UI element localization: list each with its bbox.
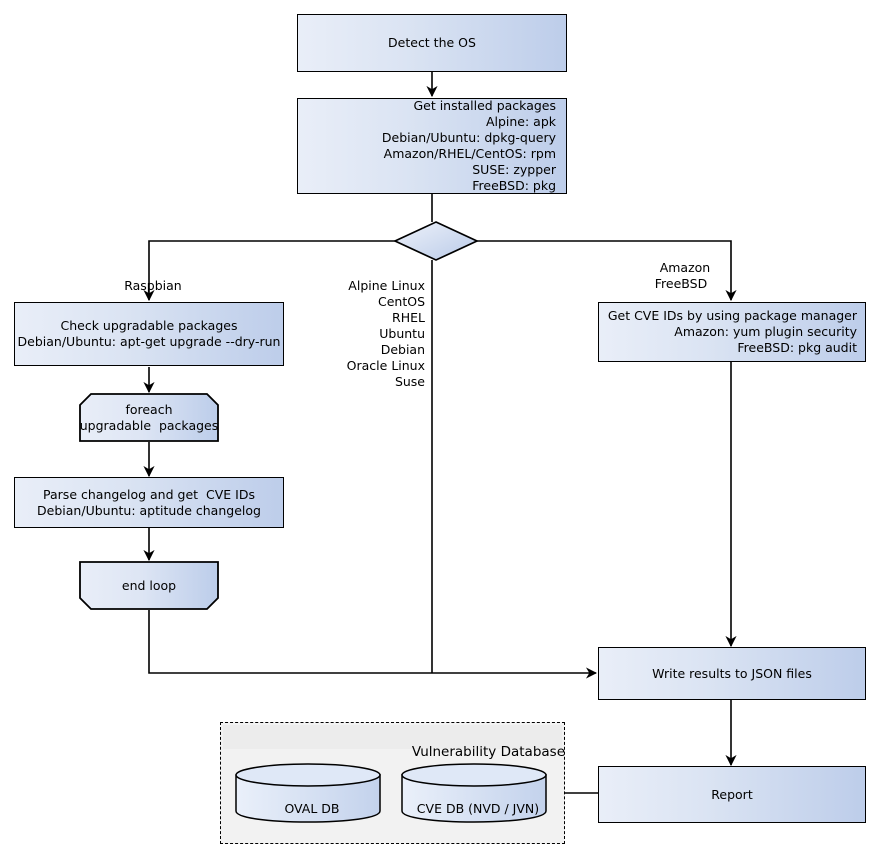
node-get-installed-packages-label: Get installed packages Alpine: apk Debia… [381, 98, 556, 193]
node-check-upgradable-packages-label: Check upgradable packages Debian/Ubuntu:… [17, 318, 281, 349]
node-detect-the-os[interactable]: Detect the OS [297, 14, 567, 72]
edge-endloop-to-write [148, 610, 598, 679]
node-check-upgradable-packages[interactable]: Check upgradable packages Debian/Ubuntu:… [14, 302, 284, 366]
node-write-results-label: Write results to JSON files [652, 665, 812, 681]
vulnerability-database-title: Vulnerability Database [262, 728, 565, 760]
node-get-cve-ids[interactable]: Get CVE IDs by using package manager Ama… [598, 302, 866, 362]
node-parse-changelog[interactable]: Parse changelog and get CVE IDs Debian/U… [14, 477, 284, 528]
vulnerability-database-header-band [223, 725, 562, 749]
database-cylinder-oval-label-text: OVAL DB [284, 801, 340, 816]
edge-label-middle-os-list: Alpine Linux CentOS RHEL Ubuntu Debian O… [225, 262, 425, 390]
edge-label-amazon-freebsd: Amazon FreeBSD [631, 244, 731, 292]
database-cylinder-cve-label: CVE DB (NVD / JVN) [400, 786, 548, 816]
node-report-label: Report [711, 786, 753, 802]
loop-start-shape [79, 393, 219, 442]
edge-label-middle-os-list-text: Alpine Linux CentOS RHEL Ubuntu Debian O… [346, 278, 425, 389]
edge-label-raspbian: Raspbian [49, 262, 249, 294]
database-cylinder-cve[interactable] [400, 762, 548, 824]
node-get-installed-packages[interactable]: Get installed packages Alpine: apk Debia… [297, 98, 567, 194]
vulnerability-database-title-text: Vulnerability Database [411, 744, 565, 760]
database-cylinder-cve-label-text: CVE DB (NVD / JVN) [416, 801, 540, 816]
loop-end-shape [79, 561, 219, 610]
decision-diamond [392, 221, 480, 261]
database-cylinder-oval[interactable] [234, 762, 382, 824]
edge-decision-raspbian [143, 240, 395, 302]
node-write-results[interactable]: Write results to JSON files [598, 647, 866, 700]
database-cylinder-oval-label: OVAL DB [234, 786, 382, 816]
node-end-loop[interactable]: end loop [79, 561, 219, 610]
node-detect-the-os-label: Detect the OS [388, 35, 476, 50]
edge-decision-amazon [477, 240, 737, 302]
node-get-cve-ids-label: Get CVE IDs by using package manager Ama… [607, 308, 857, 355]
node-foreach-upgradable-packages[interactable]: foreach upgradable packages [79, 393, 219, 442]
node-parse-changelog-label: Parse changelog and get CVE IDs Debian/U… [37, 486, 261, 518]
node-report[interactable]: Report [598, 766, 866, 823]
edge-label-raspbian-text: Raspbian [124, 278, 182, 293]
node-foreach-label: foreach upgradable packages [79, 401, 219, 433]
node-end-loop-label: end loop [121, 577, 177, 593]
edge-label-amazon-freebsd-text: Amazon FreeBSD [654, 260, 711, 291]
